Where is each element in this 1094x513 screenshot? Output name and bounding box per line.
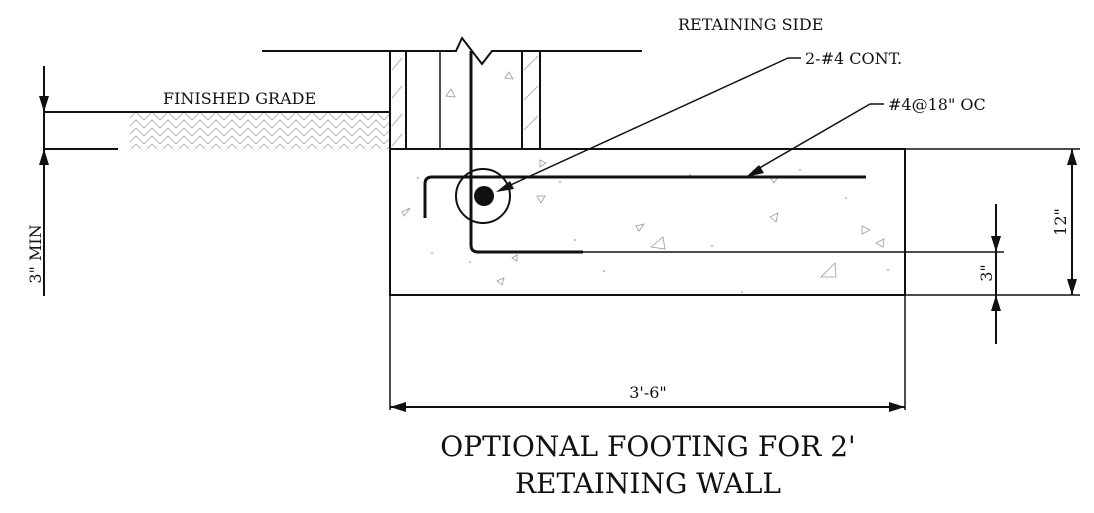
- footing-width-label: 3'-6": [629, 383, 667, 402]
- bar-cover-label: 3": [977, 264, 996, 282]
- min-cover-dimension: [39, 66, 49, 296]
- finished-grade-label: FINISHED GRADE: [163, 89, 316, 108]
- concrete-marks: [401, 159, 885, 286]
- bar-cover-dimension: [583, 204, 1004, 344]
- concrete-dots: [417, 169, 889, 293]
- drawing-title-line-2: RETAINING WALL: [515, 467, 781, 500]
- bar-callout-circle: [455, 168, 511, 224]
- stem-dowel-bar: [469, 51, 583, 254]
- wall-stem: [389, 51, 541, 149]
- bars-spacing-label: #4@18" OC: [888, 95, 986, 114]
- footing-depth-label: 12": [1051, 208, 1070, 236]
- drawing-title-line-1: OPTIONAL FOOTING FOR 2': [440, 430, 855, 463]
- break-line: [262, 36, 642, 66]
- footing-outline: [389, 148, 906, 296]
- min-cover-label: 3" MIN: [26, 224, 45, 283]
- continuous-bars-label: 2-#4 CONT.: [805, 49, 902, 68]
- retaining-side-label: RETAINING SIDE: [678, 15, 823, 34]
- top-bar: [423, 175, 866, 218]
- leader-cont: [496, 57, 801, 192]
- leader-oc: [746, 103, 884, 177]
- footing-depth-dimension: [905, 148, 1080, 296]
- footing-width-dimension: [389, 295, 906, 412]
- continuous-bar-section: [474, 186, 494, 206]
- earth-fill: [90, 112, 390, 149]
